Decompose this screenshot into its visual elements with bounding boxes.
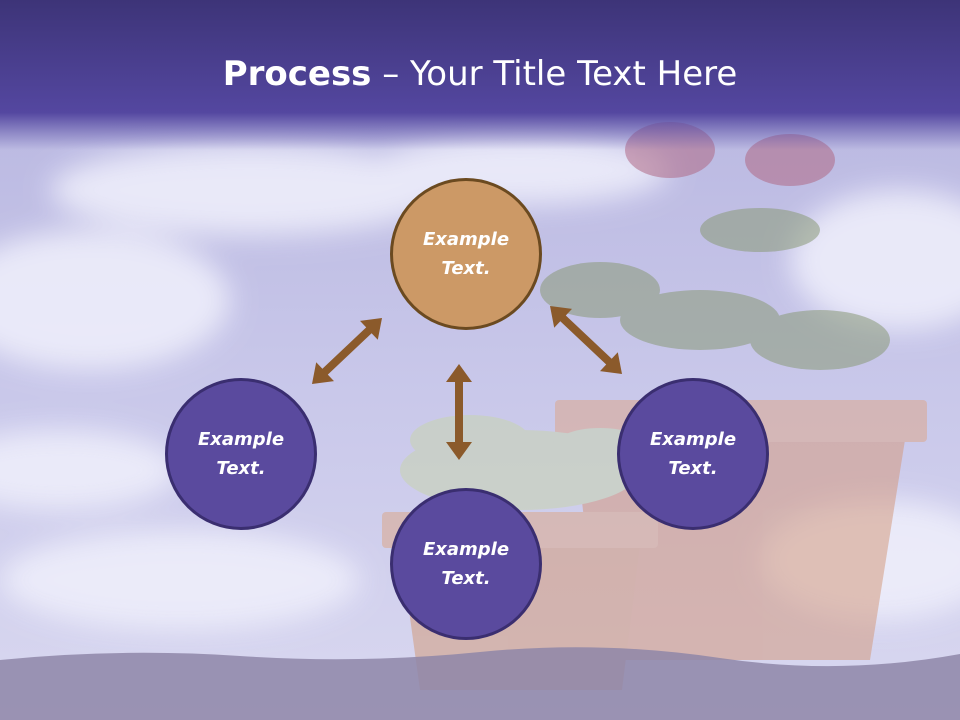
header-band [0,0,960,150]
arrow-left-top [312,318,382,384]
node-top-text: Example Text. [422,229,510,279]
node-right-text: Example Text. [649,429,737,479]
soil [0,647,960,720]
slide-title: Process – Your Title Text Here [0,48,960,100]
node-top: Example Text. [390,178,542,330]
node-right: Example Text. [617,378,769,530]
node-left-text: Example Text. [197,429,285,479]
title-bold: Process [222,54,372,94]
arrow-vertical [446,364,472,460]
title-rest: – Your Title Text Here [371,54,738,94]
arrow-top-right [550,306,622,374]
node-bottom: Example Text. [390,488,542,640]
node-bottom-text: Example Text. [422,539,510,589]
node-left: Example Text. [165,378,317,530]
